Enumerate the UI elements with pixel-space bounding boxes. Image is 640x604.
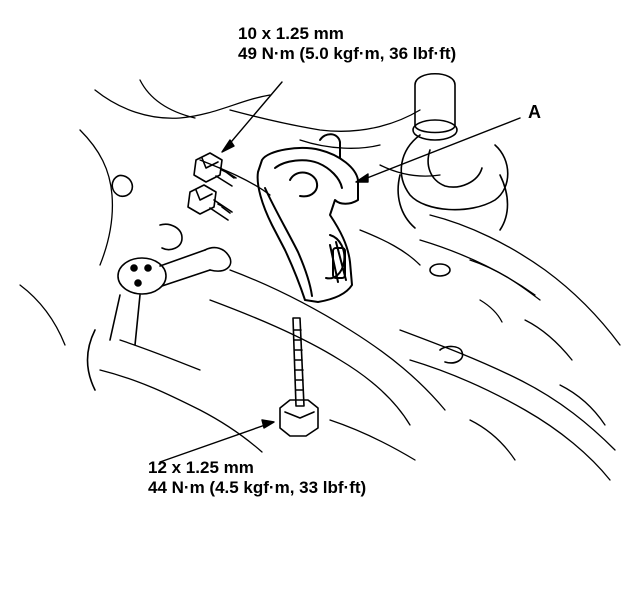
upper-bolt-1 <box>193 152 237 187</box>
bottom-bolt-size: 12 x 1.25 mm <box>148 458 254 477</box>
right-strut-assembly <box>397 73 509 364</box>
tie-rod-left <box>86 174 232 391</box>
engine-background-linework <box>19 79 621 481</box>
callout-leaders <box>159 81 521 463</box>
bottom-bolt-torque: 44 N·m (4.5 kgf·m, 33 lbf·ft) <box>148 478 367 497</box>
mount-bracket-a <box>256 133 359 303</box>
bottom-bolt-spec: 12 x 1.25 mm 44 N·m (4.5 kgf·m, 33 lbf·f… <box>148 458 366 498</box>
upper-bolt-2 <box>187 184 233 221</box>
top-bolt-spec: 10 x 1.25 mm 49 N·m (5.0 kgf·m, 36 lbf·f… <box>238 24 456 64</box>
top-bolt-torque: 49 N·m (5.0 kgf·m, 36 lbf·ft) <box>238 44 457 63</box>
lower-long-bolt <box>279 317 319 437</box>
top-bolt-size: 10 x 1.25 mm <box>238 24 344 43</box>
part-label-a: A <box>528 102 541 122</box>
